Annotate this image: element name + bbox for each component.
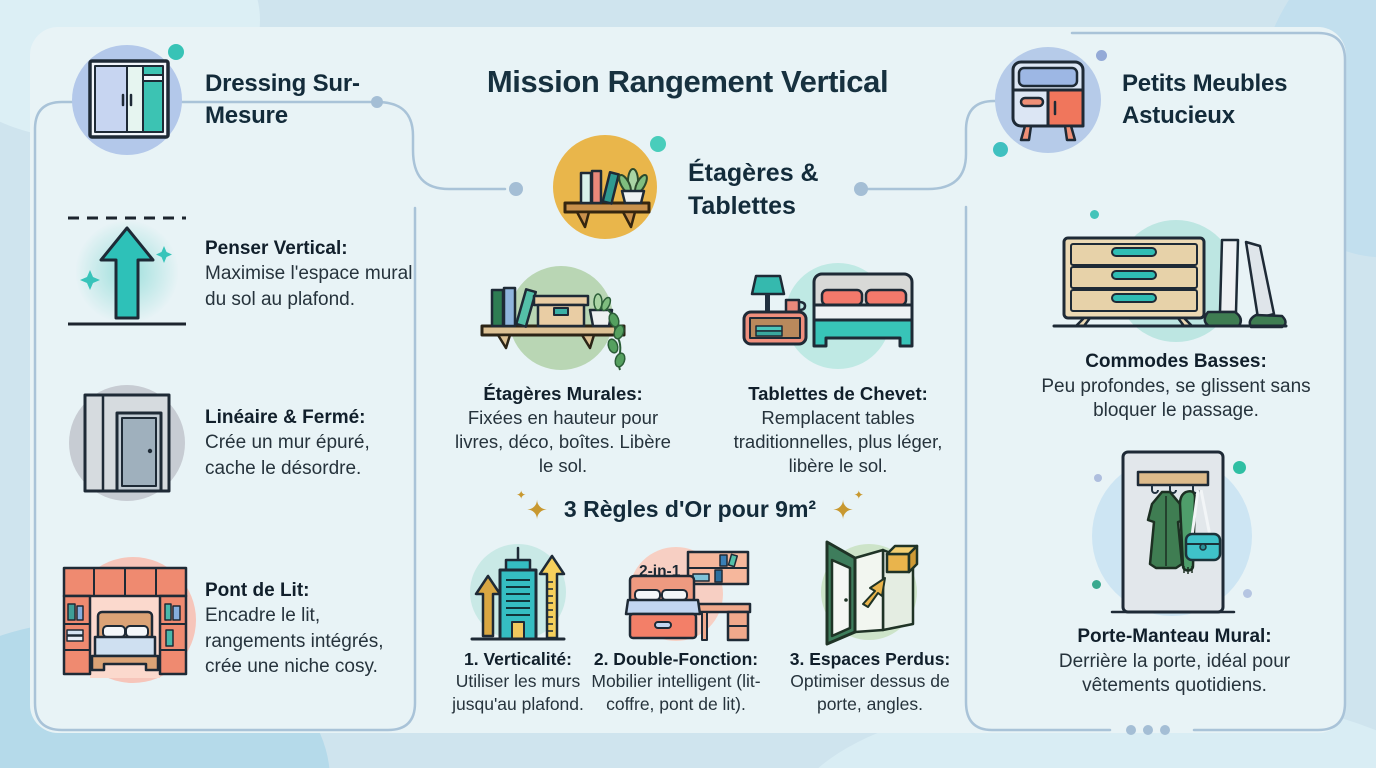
rule-1: 1. Verticalité: Utiliser les murs jusqu'… [430,648,606,715]
right-panel-title: Petits Meubles Astucieux [1122,70,1288,129]
item-text: Fixées en hauteur pour livres, déco, boî… [455,407,671,477]
item-text: Encadre le lit, rangements intégrés, cré… [205,605,384,677]
wall-shelf-icon [480,286,626,371]
dresser-icon [1052,236,1288,329]
shelf-icon [563,168,651,229]
rules-heading: 3 Règles d'Or pour 9m² [470,489,910,523]
building-arrows-icon [470,546,566,641]
rule-text: Utiliser les murs jusqu'au plafond. [452,671,584,714]
page-title: Mission Rangement Vertical [486,64,889,99]
door-corner-icon [825,540,919,646]
center-item-2: Tablettes de Chevet: Remplacent tables t… [718,382,958,478]
item-label: Penser Vertical: [205,238,348,259]
center-item-1: Étagères Murales: Fixées en hauteur pour… [455,382,671,478]
sparkle-icon [832,489,864,523]
rule-label: 3. Espaces Perdus: [789,649,951,669]
teal-dot [168,44,184,60]
rule-text: Optimiser dessus de porte, angles. [790,671,950,714]
teal-dot [1090,210,1099,219]
bed-desk-icon [624,550,752,642]
item-text: Maximise l'espace mural du sol au plafon… [205,263,413,310]
rule-label: 2. Double-Fonction: [593,649,759,669]
badge-2in1: 2-in-1 [639,563,681,580]
rule-label: 1. Verticalité: [464,649,572,669]
wardrobe-icon [88,59,170,139]
item-label: Étagères Murales: [483,383,643,404]
lavender-dot [1094,474,1102,482]
item-label: Commodes Basses: [1085,351,1267,372]
rule-2: 2. Double-Fonction: Mobilier intelligent… [578,648,774,715]
teal-dot [1092,580,1101,589]
item-text: Remplacent tables traditionnelles, plus … [733,407,943,477]
item-text: Derrière la porte, idéal pour vêtements … [1058,650,1291,697]
sparkle-icon [516,489,548,523]
item-label: Linéaire & Fermé: [205,407,366,428]
item-text: Peu profondes, se glissent sans bloquer … [1041,375,1311,422]
right-item-1: Commodes Basses: Peu profondes, se gliss… [1030,350,1322,424]
rule-3: 3. Espaces Perdus: Optimiser dessus de p… [786,648,954,715]
bed-bridge-icon [62,566,188,678]
arrow-up-icon [68,216,186,326]
nightstand-bed-icon [742,272,914,348]
left-item-1: Penser Vertical: Maximise l'espace mural… [205,236,417,312]
coat-rack-icon [1110,450,1236,614]
left-item-2: Linéaire & Fermé: Crée un mur épuré, cac… [205,405,403,481]
teal-dot [993,142,1008,157]
left-panel-title: Dressing Sur-Mesure [205,70,360,129]
item-label: Tablettes de Chevet: [748,383,928,404]
rule-text: Mobilier intelligent (lit-coffre, pont d… [591,671,761,714]
closed-wardrobe-icon [83,393,171,493]
lavender-dot [1096,50,1107,61]
teal-dot [650,136,666,152]
section-title: Étagères & Tablettes [688,159,819,220]
rules-title: 3 Règles d'Or pour 9m² [563,496,817,522]
item-label: Pont de Lit: [205,580,310,601]
left-item-3: Pont de Lit: Encadre le lit, rangements … [205,578,410,679]
item-text: Crée un mur épuré, cache le désordre. [205,432,370,479]
teal-dot [1233,461,1246,474]
lavender-dot [1243,589,1252,598]
cabinet-icon [1011,60,1085,142]
item-label: Porte-Manteau Mural: [1077,626,1272,647]
right-item-2: Porte-Manteau Mural: Derrière la porte, … [1032,625,1317,699]
